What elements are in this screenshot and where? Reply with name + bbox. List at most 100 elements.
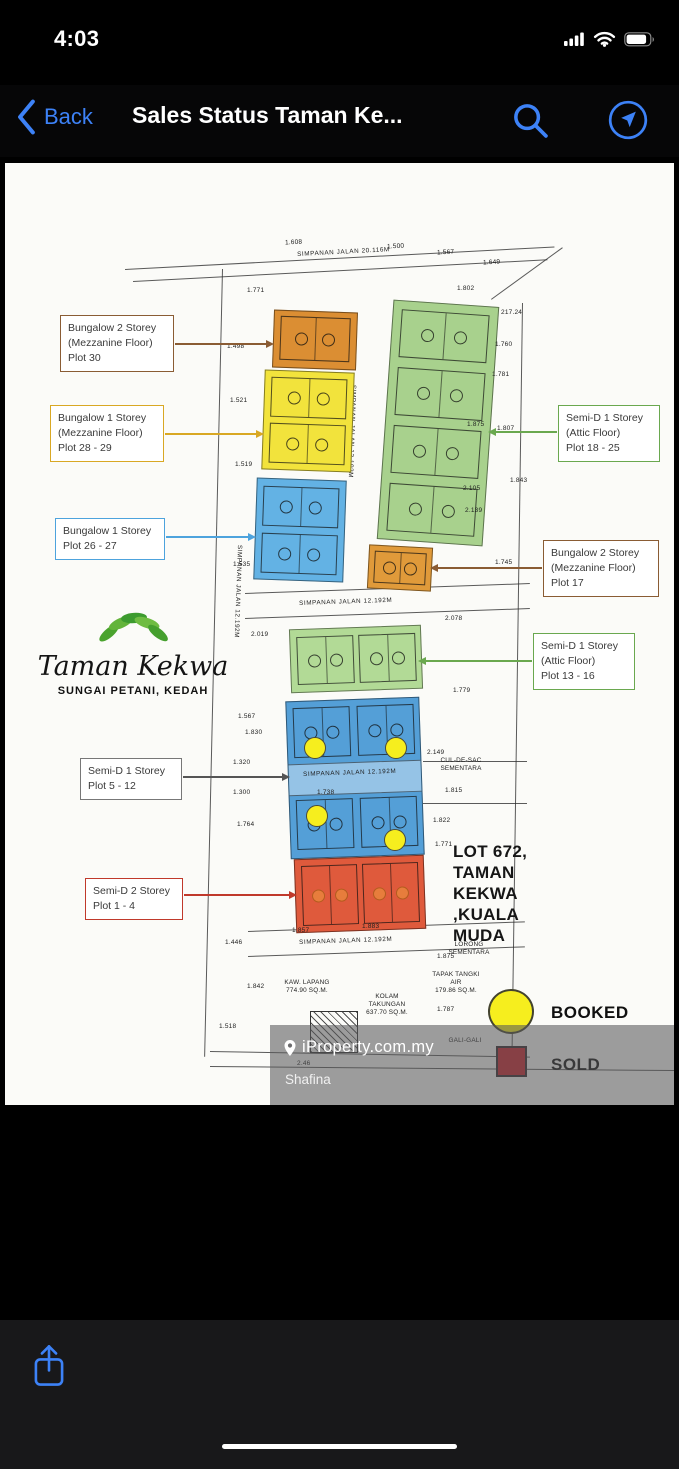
dimension-label: 1.745 xyxy=(495,559,513,566)
dimension-label: 1.518 xyxy=(219,1023,237,1030)
dimension-label: 1.857 xyxy=(292,927,310,934)
label-line: Bungalow 2 Storey xyxy=(551,547,640,559)
dimension-label: 2.078 xyxy=(445,615,463,622)
lot-line: KEKWA xyxy=(453,884,518,903)
label-line: (Attic Floor) xyxy=(566,427,621,439)
area-line: TAKUNGAN xyxy=(368,1001,406,1008)
battery-icon xyxy=(624,31,654,46)
dimension-label: 1.843 xyxy=(510,477,528,484)
booked-marker xyxy=(304,737,326,759)
dimension-label: 1.608 xyxy=(284,238,303,247)
area-line: SEMENTARA xyxy=(448,949,490,956)
area-label-kaw-lapang: KAW. LAPANG 774.90 SQ.M. xyxy=(275,979,339,995)
home-indicator[interactable] xyxy=(222,1444,457,1449)
area-line: KOLAM xyxy=(375,993,399,1000)
dimension-label: 1.500 xyxy=(386,242,405,251)
leader-arrow xyxy=(166,533,256,540)
area-label-kolam: KOLAM TAKUNGAN 637.70 SQ.M. xyxy=(355,993,419,1017)
label-line: Plot 17 xyxy=(551,577,584,589)
booked-marker xyxy=(306,805,328,827)
project-logo: Taman Kekwa SUNGAI PETANI, KEDAH xyxy=(31,601,235,697)
dimension-label: 1.842 xyxy=(247,983,265,990)
lot-line: TAMAN xyxy=(453,863,515,882)
dimension-label: 1.567 xyxy=(238,713,256,720)
plan-label-plots-5-12: Semi-D 1 Storey Plot 5 - 12 xyxy=(80,758,182,800)
dimension-label: 1.875 xyxy=(437,953,455,960)
booked-marker xyxy=(385,737,407,759)
plan-label-plots-18-25: Semi-D 1 Storey (Attic Floor) Plot 18 - … xyxy=(558,405,660,462)
dimension-label: 1.649 xyxy=(482,258,501,267)
dimension-label: 1.771 xyxy=(247,287,265,294)
lot-line: LOT 672, xyxy=(453,842,528,861)
logo-leaves-icon xyxy=(99,612,168,642)
boundary-line xyxy=(423,761,527,763)
area-line: 179.86 SQ.M. xyxy=(435,987,477,994)
share-icon xyxy=(34,1345,64,1386)
lot-description: LOT 672, TAMAN KEKWA ,KUALA MUDA xyxy=(453,841,527,946)
dimension-label: 1.764 xyxy=(237,821,255,828)
plan-label-plots-1-4: Semi-D 2 Storey Plot 1 - 4 xyxy=(85,878,183,920)
label-line: Plot 13 - 16 xyxy=(541,670,595,682)
dimension-label: 1.807 xyxy=(497,425,515,432)
dimension-label: 1.822 xyxy=(433,817,451,824)
label-line: Plot 5 - 12 xyxy=(88,780,136,792)
dimension-label: 1.300 xyxy=(233,789,251,796)
dimension-label: 1.883 xyxy=(362,923,380,930)
dimension-label: 2.105 xyxy=(463,485,481,492)
logo-location: SUNGAI PETANI, KEDAH xyxy=(57,685,209,697)
area-line: TAPAK TANGKI xyxy=(432,971,480,978)
dimension-label: 2.139 xyxy=(465,507,483,514)
share-button[interactable] xyxy=(30,1342,68,1395)
search-icon[interactable] xyxy=(510,100,552,142)
floorplan-image[interactable]: SIMPANAN JALAN 20.116M SIMPANAN JALAN 12… xyxy=(5,163,674,1105)
dimension-label: 1.738 xyxy=(317,789,335,796)
dimension-label: 1.875 xyxy=(467,421,485,428)
dimension-label: 1.815 xyxy=(445,787,463,794)
cellular-signal-icon xyxy=(564,32,584,46)
area-line: CUL-DE-SAC xyxy=(440,757,482,764)
page-title: Sales Status Taman Ke... xyxy=(132,102,403,128)
back-button[interactable]: Back xyxy=(14,95,93,139)
logo-name: Taman Kekwa xyxy=(37,651,229,682)
dimension-label: 2.019 xyxy=(251,631,269,638)
navigate-icon[interactable] xyxy=(606,98,650,142)
dimension-label: 1.519 xyxy=(235,461,253,468)
leader-arrow xyxy=(183,773,290,780)
status-bar: 4:03 xyxy=(0,0,679,85)
area-line: 774.90 SQ.M. xyxy=(286,987,328,994)
dimension-label: 1.779 xyxy=(453,687,471,694)
label-line: Semi-D 1 Storey xyxy=(88,765,166,777)
dimension-label: 1.521 xyxy=(230,397,248,404)
back-label: Back xyxy=(44,104,93,129)
nav-bar: Back Sales Status Taman Ke... xyxy=(0,85,679,157)
area-label-culdesac: CUL-DE-SAC SEMENTARA xyxy=(431,757,491,773)
label-line: Bungalow 1 Storey xyxy=(63,525,152,537)
dimension-label: 1.802 xyxy=(457,285,475,292)
area-line: 637.70 SQ.M. xyxy=(366,1009,408,1016)
label-line: Plot 30 xyxy=(68,352,101,364)
leader-arrow xyxy=(488,428,557,435)
label-line: (Mezzanine Floor) xyxy=(551,562,636,574)
wifi-icon xyxy=(593,31,616,47)
dimension-label: 1.781 xyxy=(492,371,510,378)
booked-marker xyxy=(384,829,406,851)
area-label-tangki: TAPAK TANGKI AIR 179.86 SQ.M. xyxy=(423,971,489,995)
label-line: Plot 1 - 4 xyxy=(93,900,136,912)
dimension-label: 1.535 xyxy=(233,561,251,568)
leader-arrow xyxy=(184,891,297,898)
leader-arrow xyxy=(418,657,532,664)
back-chevron-icon xyxy=(18,99,35,135)
watermark-brand-text: iProperty.com.my xyxy=(302,1038,434,1056)
area-label-lorong: LORONG SEMENTARA xyxy=(439,941,499,957)
lot-line: ,KUALA xyxy=(453,905,520,924)
boundary-lines-layer xyxy=(5,163,674,1105)
watermark-bar: iProperty.com.my Shafina xyxy=(270,1025,674,1105)
label-line: Plot 28 - 29 xyxy=(58,442,112,454)
label-line: Plot 26 - 27 xyxy=(63,540,117,552)
label-line: Semi-D 1 Storey xyxy=(566,412,644,424)
dimension-label: 1.446 xyxy=(225,939,243,946)
dimension-label: 1.320 xyxy=(233,759,251,766)
leader-arrow xyxy=(165,430,264,437)
leader-arrow xyxy=(430,564,542,571)
label-line: Bungalow 2 Storey xyxy=(68,322,157,334)
